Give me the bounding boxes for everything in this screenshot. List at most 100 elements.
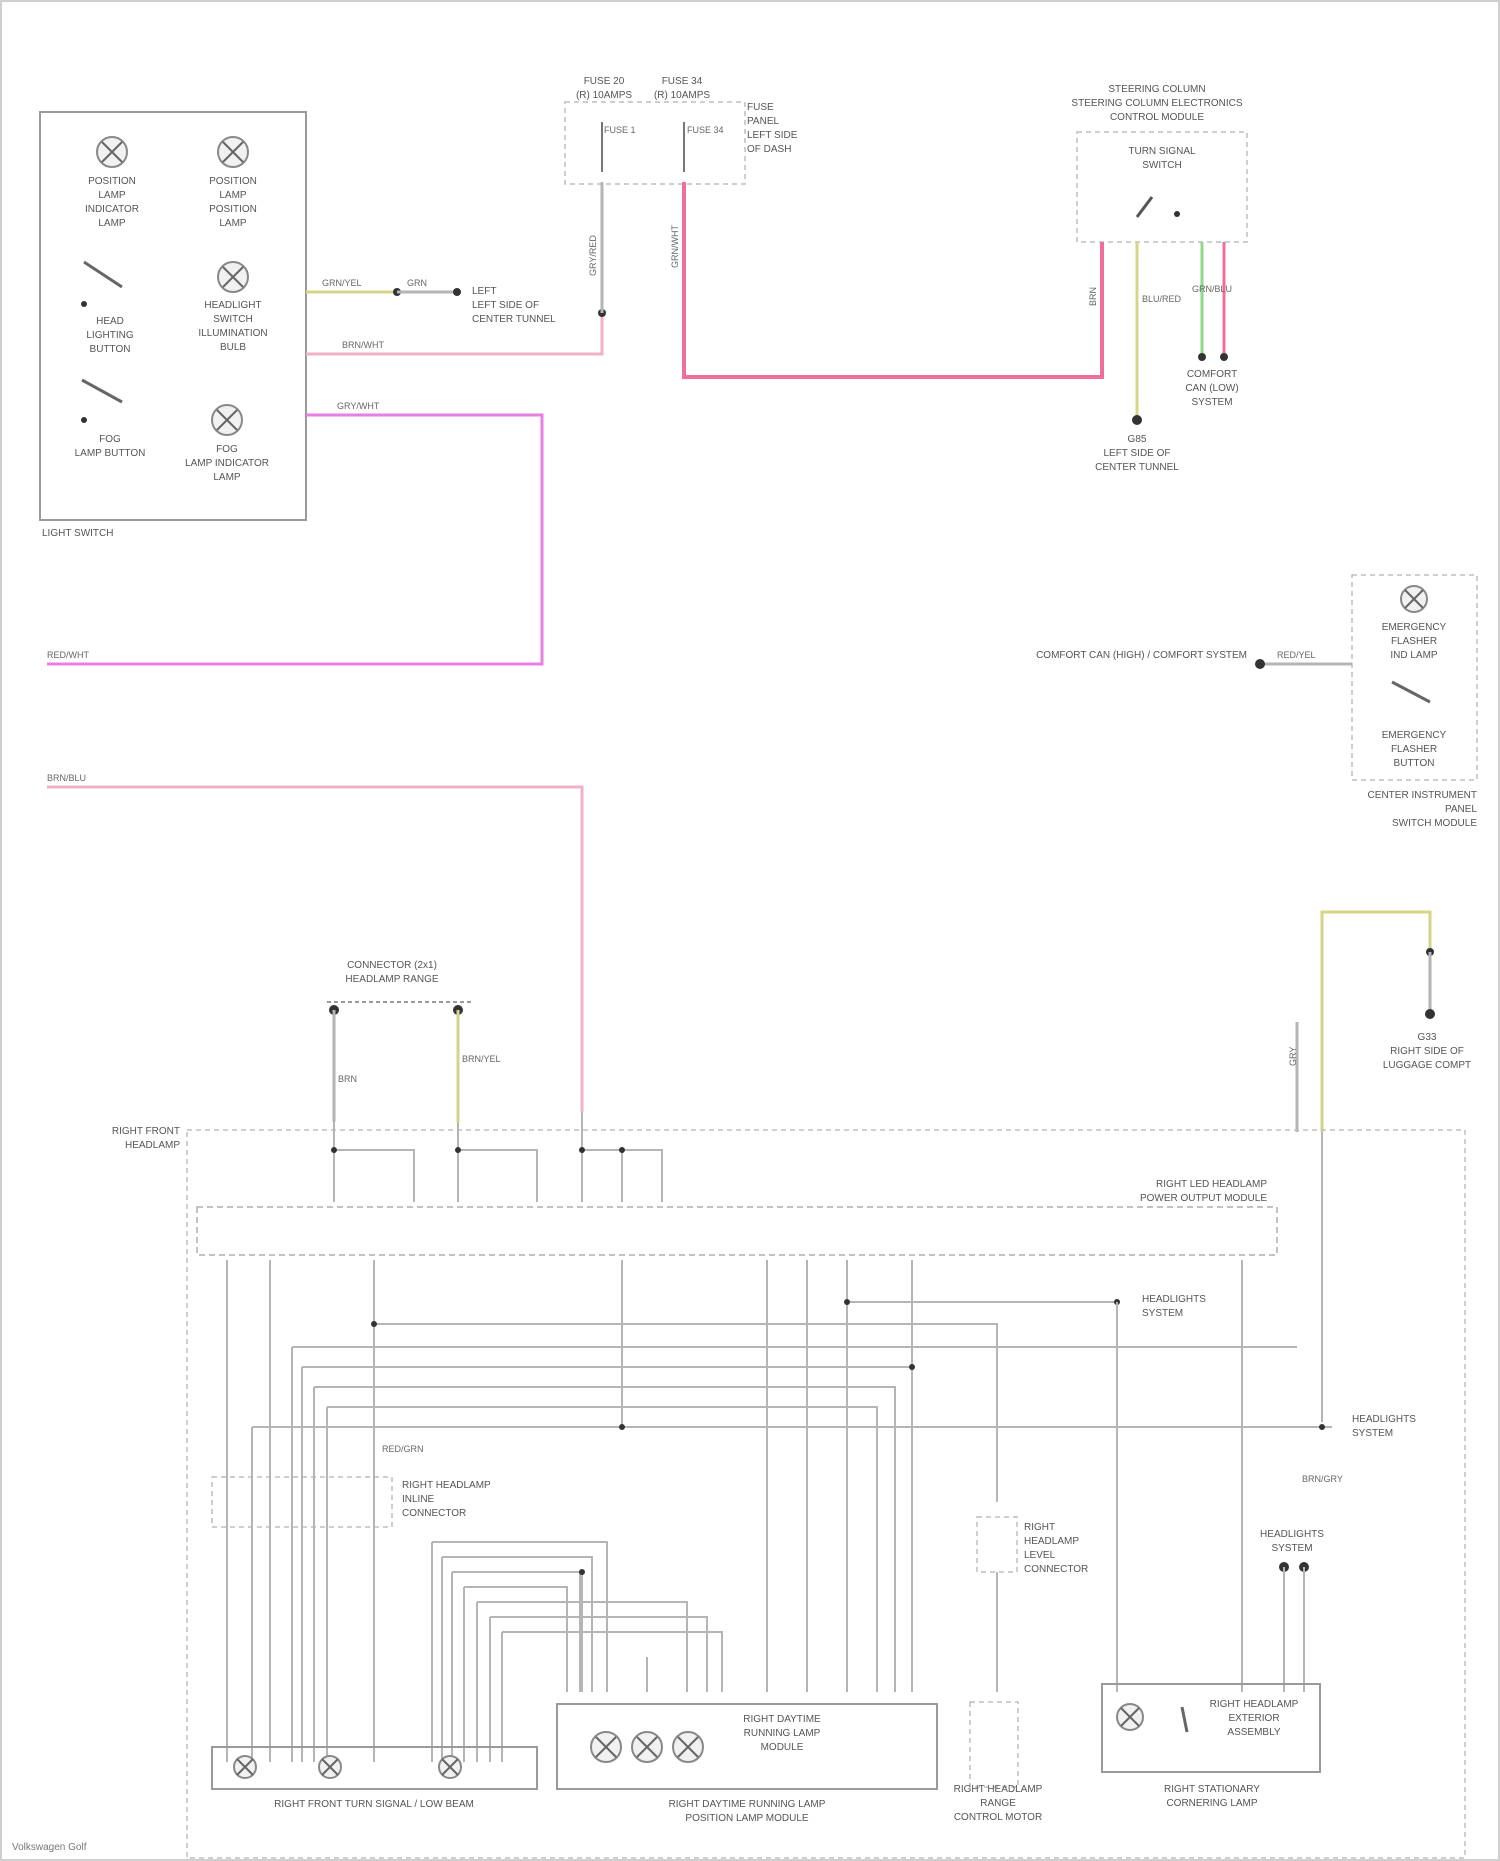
position-lamp-icon	[218, 137, 248, 167]
ground-left-line-2: LEFT SIDE OF	[472, 300, 539, 311]
bottom-center-line-2: POSITION LAMP MODULE	[685, 1813, 809, 1824]
bottom-right-line-1: RIGHT STATIONARY	[1164, 1784, 1260, 1795]
wire-label-3: BRN/WHT	[342, 340, 384, 350]
fog-lamp-indicator-icon	[212, 405, 242, 435]
wire-label-4: GRY/WHT	[337, 401, 380, 411]
bottom-motor-line-1: RIGHT HEADLAMP	[954, 1784, 1043, 1795]
hazard-label-4: EMERGENCY	[1382, 730, 1447, 741]
ls-item-1-line-2: LAMP	[98, 190, 126, 201]
bottom-left-label: RIGHT FRONT TURN SIGNAL / LOW BEAM	[274, 1799, 474, 1810]
inline-connector-line-2: INLINE	[402, 1494, 435, 1505]
ls-item-2-line-1: POSITION	[209, 176, 257, 187]
light-switch: POSITION LAMP INDICATOR LAMP POSITION LA…	[40, 112, 306, 539]
cornering-lamp-icon	[1117, 1704, 1143, 1730]
bottom-center-line-1: RIGHT DAYTIME RUNNING LAMP	[669, 1799, 826, 1810]
bottom-right-box-line-1: RIGHT HEADLAMP	[1210, 1699, 1299, 1710]
hazard-label-3: IND LAMP	[1390, 650, 1438, 661]
bottom-right-line-2: CORNERING LAMP	[1166, 1798, 1257, 1809]
headlight-illumination-bulb-icon	[218, 262, 248, 292]
level-connector-line-3: LEVEL	[1024, 1550, 1056, 1561]
hazard-switch-module: EMERGENCY FLASHER IND LAMP EMERGENCY FLA…	[1036, 575, 1477, 829]
wire-label-14: BRN/YEL	[462, 1054, 501, 1064]
light-switch-name: LIGHT SWITCH	[42, 528, 113, 539]
turn-signal-lamp-icon	[234, 1756, 256, 1778]
steering-column-module: STEERING COLUMN STEERING COLUMN ELECTRON…	[1071, 84, 1247, 473]
headlamp-system-3-line-2: SYSTEM	[1271, 1543, 1312, 1554]
bottom-motor-line-3: CONTROL MOTOR	[954, 1812, 1042, 1823]
fuse-2-line-2: (R) 10AMPS	[654, 90, 710, 101]
module-line-2: POWER OUTPUT MODULE	[1140, 1193, 1267, 1204]
drl-led-3-icon	[673, 1732, 703, 1762]
wire-label-5: RED/WHT	[47, 650, 89, 660]
turn-signal-switch-line-2: SWITCH	[1142, 160, 1181, 171]
comfort-can-high: COMFORT CAN (HIGH) / COMFORT SYSTEM	[1036, 650, 1247, 661]
ground-right-line-2: RIGHT SIDE OF	[1390, 1046, 1464, 1057]
drl-led-1-icon	[591, 1732, 621, 1762]
pink-supply-wire	[684, 182, 1102, 377]
bottom-motor-line-2: RANGE	[980, 1798, 1016, 1809]
fuse-panel: FUSE 20 (R) 10AMPS FUSE 34 (R) 10AMPS FU…	[565, 76, 798, 184]
hazard-label-6: BUTTON	[1394, 758, 1435, 769]
ls-item-5-line-1: FOG	[99, 434, 121, 445]
hazard-name-1: CENTER INSTRUMENT	[1368, 790, 1477, 801]
low-beam-lamp-icon	[319, 1756, 341, 1778]
level-connector-line-1: RIGHT	[1024, 1522, 1055, 1533]
right-ground-wire: G33 RIGHT SIDE OF LUGGAGE COMPT GRY	[1288, 912, 1471, 1132]
ls-item-2-line-2: LAMP	[219, 190, 247, 201]
diagram-credit: Volkswagen Golf	[12, 1842, 87, 1853]
fuse-panel-line-1: FUSE	[747, 102, 774, 113]
turn-signal-switch-icon	[1137, 197, 1152, 217]
ls-item-3-line-3: BUTTON	[90, 344, 131, 355]
turn-signal-switch-line-1: TURN SIGNAL	[1128, 146, 1196, 157]
fuse-inner-1: FUSE 1	[604, 125, 636, 135]
daytime-module-line-2: RUNNING LAMP	[744, 1728, 821, 1739]
inline-connector-line-3: CONNECTOR	[402, 1508, 466, 1519]
wire-label-10: GRN/BLU	[1192, 284, 1232, 294]
wire-label-2: GRN	[407, 278, 427, 288]
fuse-1-line-1: FUSE 20	[584, 76, 625, 87]
hazard-label-2: FLASHER	[1391, 636, 1437, 647]
ground-right-line-3: LUGGAGE COMPT	[1383, 1060, 1471, 1071]
wire-label-15: GRY	[1288, 1047, 1298, 1066]
high-beam-lamp-icon	[439, 1756, 461, 1778]
ground-center-line-1: G85	[1128, 434, 1147, 445]
fuse-panel-line-4: OF DASH	[747, 144, 791, 155]
head-lighting-switch-icon	[81, 262, 122, 307]
comfort-can-line-2: CAN (LOW)	[1185, 383, 1238, 394]
right-front-headlamp: RIGHT FRONT HEADLAMP RIGHT LED HEADLAMP …	[112, 1112, 1465, 1858]
ground-center-line-3: CENTER TUNNEL	[1095, 462, 1179, 473]
comfort-can-line-3: SYSTEM	[1191, 397, 1232, 408]
drl-led-2-icon	[632, 1732, 662, 1762]
ground-left-line-1: LEFT	[472, 286, 496, 297]
steering-title-2: STEERING COLUMN ELECTRONICS	[1071, 98, 1242, 109]
level-connector-line-2: HEADLAMP	[1024, 1536, 1079, 1547]
level-connector-line-4: CONNECTOR	[1024, 1564, 1088, 1575]
hazard-label-1: EMERGENCY	[1382, 622, 1447, 633]
module-line-1: RIGHT LED HEADLAMP	[1156, 1179, 1267, 1190]
wire-label-13: BRN	[338, 1074, 357, 1084]
wire-label-12: BRN/BLU	[47, 773, 86, 783]
ls-item-6-line-1: FOG	[216, 444, 238, 455]
headlamp-system-2-line-1: HEADLIGHTS	[1352, 1414, 1416, 1425]
fuse-2-line-1: FUSE 34	[662, 76, 703, 87]
fuse-1-line-2: (R) 10AMPS	[576, 90, 632, 101]
pink-light-wire	[47, 787, 582, 1112]
headlamp-name-1: RIGHT FRONT	[112, 1126, 180, 1137]
wire-label-1: GRN/YEL	[322, 278, 362, 288]
ls-item-2-line-4: LAMP	[219, 218, 247, 229]
headlamp-system-2-line-2: SYSTEM	[1352, 1428, 1393, 1439]
cornering-switch-icon	[1182, 1707, 1187, 1732]
ground-center-line-2: LEFT SIDE OF	[1103, 448, 1170, 459]
connector-top-line-1: CONNECTOR (2x1)	[347, 960, 437, 971]
daytime-module-line-3: MODULE	[761, 1742, 804, 1753]
steering-title-3: CONTROL MODULE	[1110, 112, 1204, 123]
ground-left-line-3: CENTER TUNNEL	[472, 314, 556, 325]
connector-top-line-2: HEADLAMP RANGE	[345, 974, 439, 985]
wire-label-8: BRN	[1088, 287, 1098, 306]
ls-item-1-line-1: POSITION	[88, 176, 136, 187]
ls-item-4-line-4: BULB	[220, 342, 246, 353]
daytime-module-line-1: RIGHT DAYTIME	[743, 1714, 821, 1725]
ls-item-3-line-2: LIGHTING	[86, 330, 133, 341]
comfort-can-line-1: COMFORT	[1187, 369, 1237, 380]
position-lamp-indicator-icon	[97, 137, 127, 167]
